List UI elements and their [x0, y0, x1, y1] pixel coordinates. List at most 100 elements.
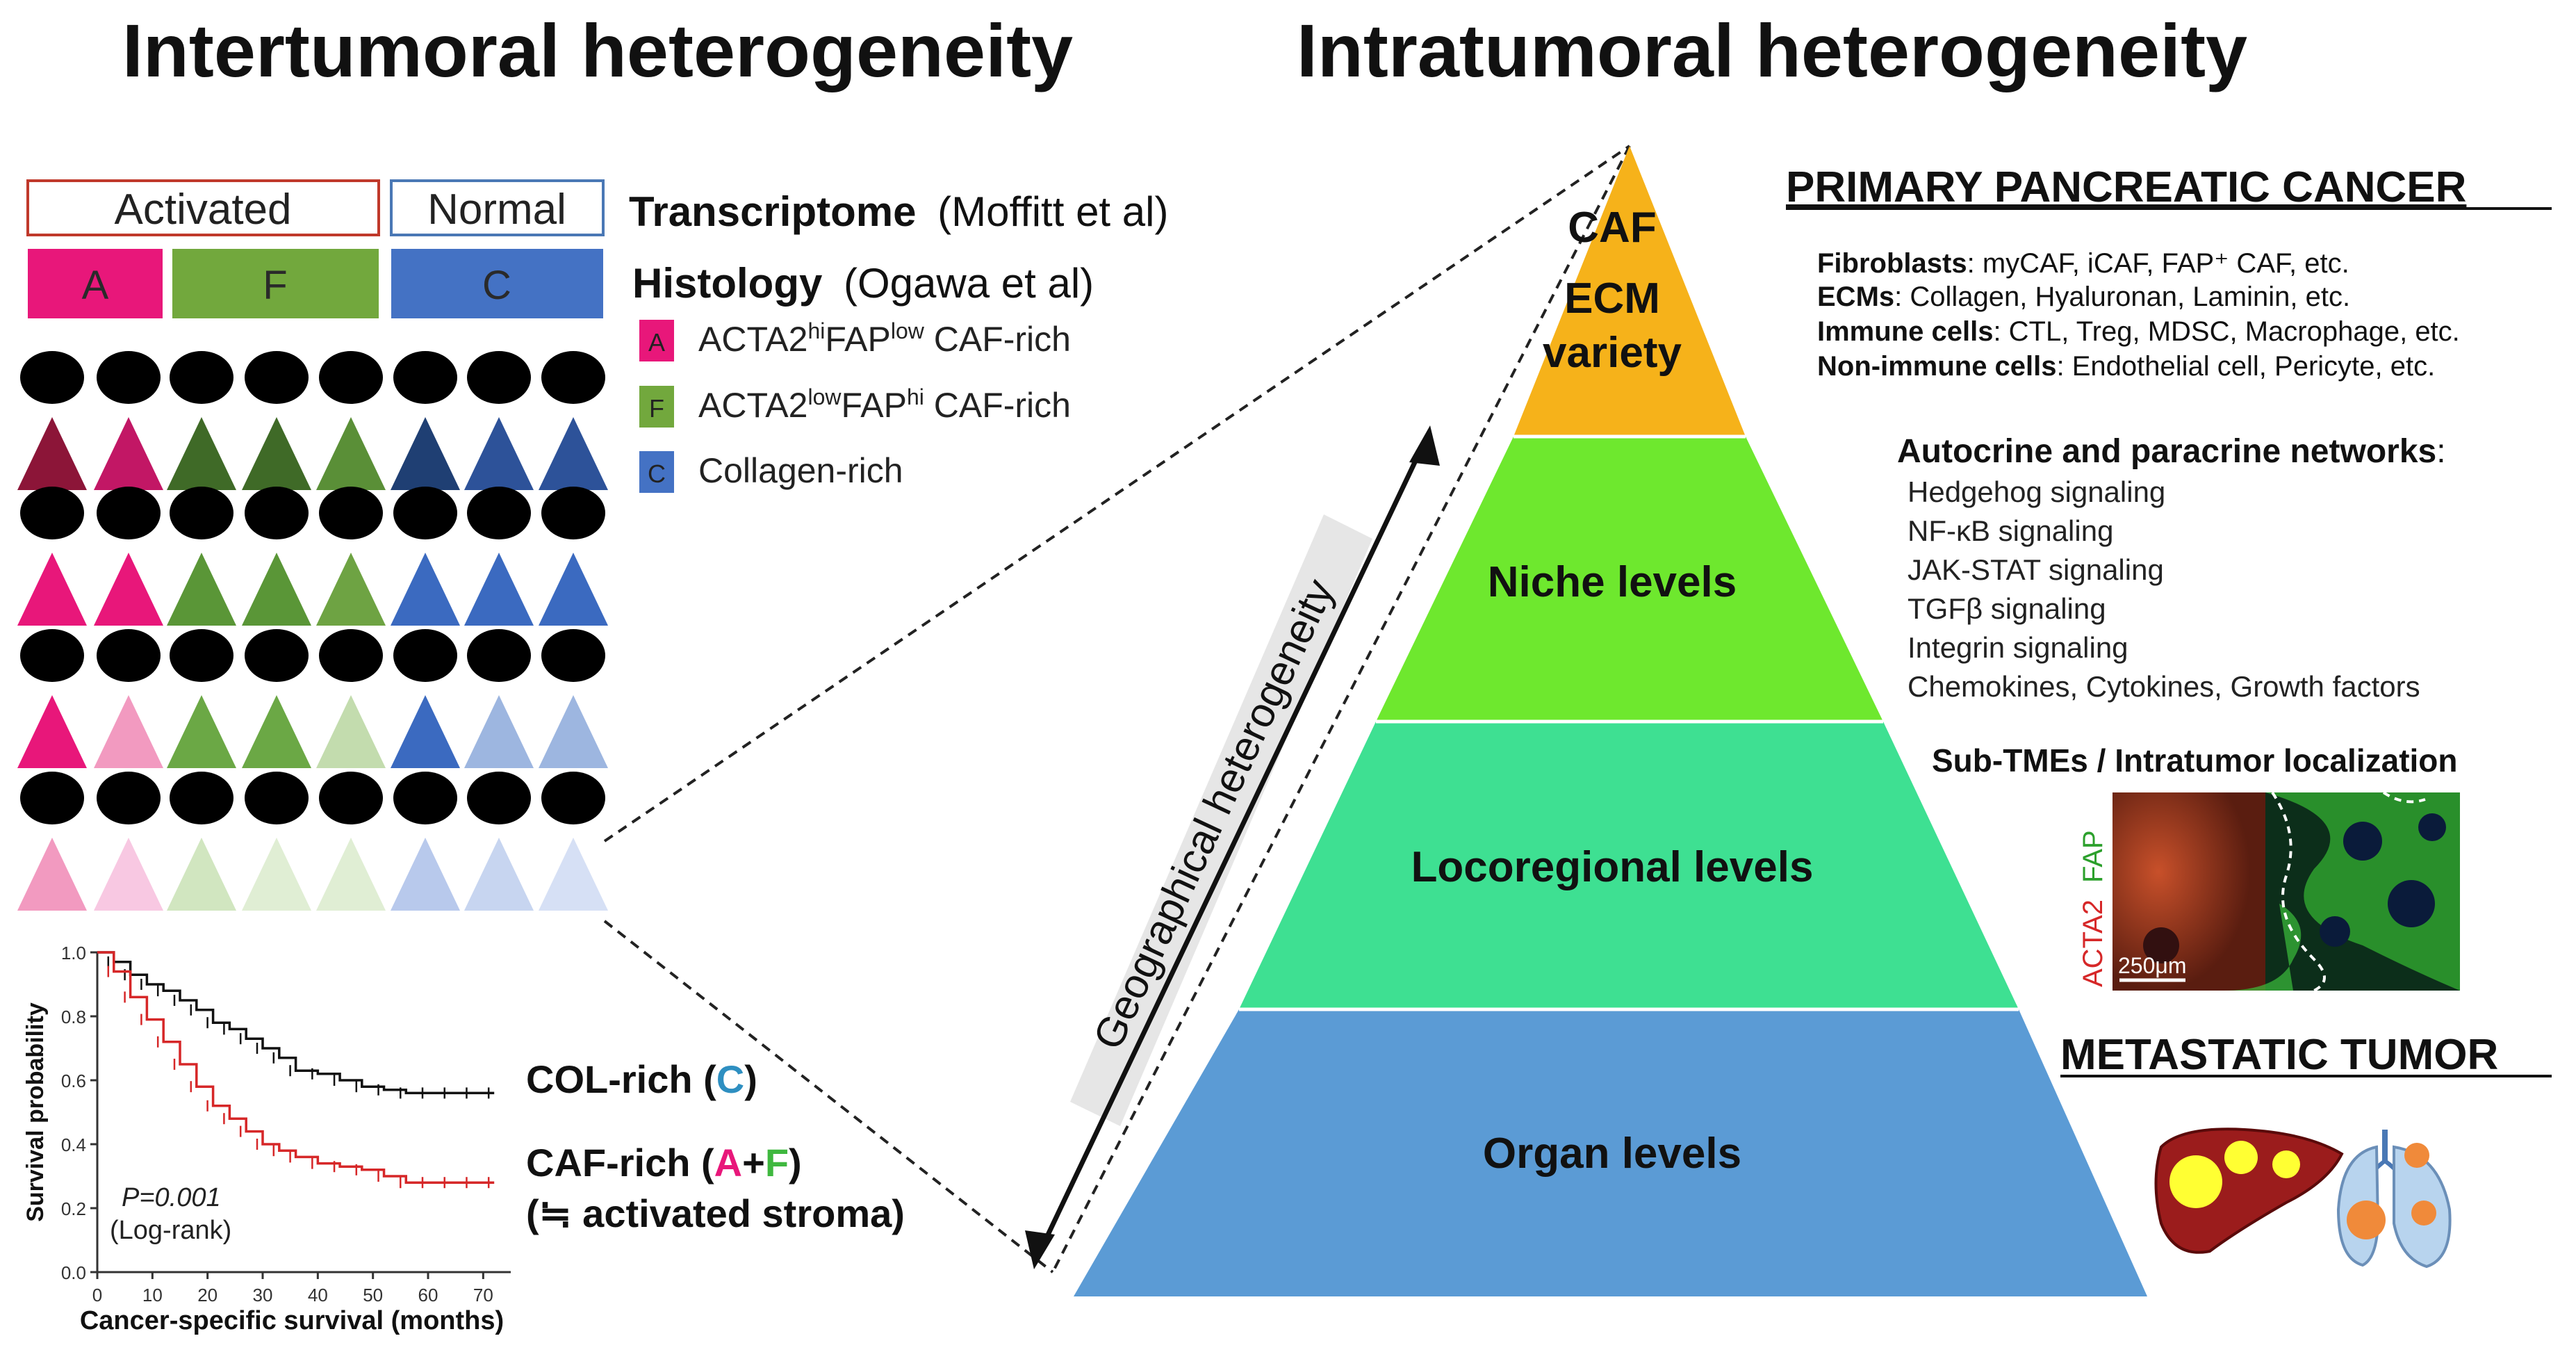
histology-f-label: F [263, 263, 287, 308]
network-item: Chemokines, Cytokines, Growth factors [1908, 670, 2420, 703]
primary-line-0: Fibroblasts: myCAF, iCAF, FAP⁺ CAF, etc. [1817, 248, 2349, 279]
cell-nucleus [170, 629, 233, 682]
cell-nucleus [170, 772, 233, 824]
pyramid-top-tier [1513, 146, 1746, 437]
histology-label: Histology (Ogawa et al) [632, 260, 1094, 307]
cell-stroma-triangle [167, 838, 236, 911]
zoom-connector-top [603, 145, 1631, 843]
normal-box [390, 179, 605, 236]
cell-stroma-triangle [316, 417, 386, 490]
axis-arrowhead-top [1409, 425, 1440, 466]
km-curve-0 [97, 951, 495, 1095]
cell-stroma-triangle [94, 695, 163, 768]
tumor-cell-grid [17, 351, 608, 911]
network-item: JAK-STAT signaling [1908, 553, 2164, 586]
primary-panel: PRIMARY PANCREATIC CANCER Fibroblasts: m… [1786, 163, 2552, 992]
cell-nucleus [97, 772, 161, 824]
cell-stroma-triangle [539, 417, 608, 490]
cell-stroma-triangle [316, 553, 386, 626]
pyramid-organ-tier [1074, 1009, 2147, 1296]
cell-nucleus [245, 487, 309, 539]
km-ytick-label: 1.0 [61, 943, 86, 963]
histology-f-box [172, 249, 379, 318]
micrograph-image: 250μm [2113, 791, 2460, 992]
cell-nucleus [319, 772, 383, 824]
cell-stroma-triangle [242, 553, 311, 626]
km-xtick-label: 70 [473, 1285, 493, 1305]
km-legend-caf-note: (≒ activated stroma) [526, 1191, 905, 1235]
cell-nucleus [319, 629, 383, 682]
cell-stroma-triangle [242, 695, 311, 768]
cell-stroma-triangle [167, 553, 236, 626]
cell-stroma-triangle [316, 838, 386, 911]
pyramid-organ-label: Organ levels [1483, 1130, 1741, 1178]
cell-stroma-triangle [464, 417, 534, 490]
cell-nucleus [20, 629, 84, 682]
metastatic-panel: METASTATIC TUMOR [2060, 1031, 2552, 1269]
cell-nucleus [170, 351, 233, 404]
axis-arrow-line [1034, 433, 1431, 1260]
zoom-connector-bottom [603, 920, 1054, 1273]
cell-nucleus [245, 629, 309, 682]
metastatic-heading: METASTATIC TUMOR [2060, 1031, 2498, 1079]
cell-stroma-triangle [539, 695, 608, 768]
cell-stroma-triangle [539, 838, 608, 911]
pyramid-top-variety: variety [1543, 329, 1682, 377]
cell-nucleus [467, 351, 531, 404]
primary-line-2: Immune cells: CTL, Treg, MDSC, Macrophag… [1817, 316, 2460, 347]
cell-stroma-triangle [242, 838, 311, 911]
cell-nucleus [245, 772, 309, 824]
activated-box [26, 179, 380, 236]
cell-nucleus [20, 351, 84, 404]
network-item: Hedgehog signaling [1908, 475, 2165, 508]
cell-stroma-triangle [94, 417, 163, 490]
km-xtick-label: 40 [308, 1285, 328, 1305]
km-test: (Log-rank) [110, 1216, 231, 1245]
legend-swatch-c [639, 451, 674, 493]
title-intertumoral: Intertumoral heterogeneity [122, 8, 1073, 92]
km-curve-1 [97, 951, 495, 1184]
cell-stroma-triangle [94, 553, 163, 626]
km-xtick-label: 60 [418, 1285, 438, 1305]
km-xtick-label: 50 [363, 1285, 383, 1305]
legend-key-f: F [649, 394, 664, 423]
cell-nucleus [245, 351, 309, 404]
pyramid-loco-tier [1239, 722, 2019, 1009]
lung-icon [2336, 1130, 2452, 1269]
axis-label-band [1070, 514, 1372, 1126]
cell-nucleus [541, 629, 605, 682]
cell-stroma-triangle [94, 838, 163, 911]
km-ytick-label: 0.4 [61, 1134, 86, 1155]
legend-label-c: Collagen-rich [698, 451, 903, 490]
pyramid-top-caf: CAF [1568, 204, 1656, 252]
cell-nucleus [393, 772, 457, 824]
normal-label: Normal [427, 186, 566, 234]
legend-swatch-f [639, 386, 674, 428]
cell-stroma-triangle [17, 553, 87, 626]
micro-label-fap: FAP [2078, 830, 2108, 883]
cell-stroma-triangle [464, 553, 534, 626]
primary-line-3: Non-immune cells: Endothelial cell, Peri… [1817, 351, 2435, 382]
cell-stroma-triangle [316, 695, 386, 768]
cell-stroma-triangle [464, 838, 534, 911]
km-ylabel: Survival probability [22, 1002, 49, 1222]
cell-nucleus [393, 629, 457, 682]
networks-heading: Autocrine and paracrine networks: [1897, 433, 2446, 470]
cell-nucleus [467, 487, 531, 539]
km-xtick-label: 10 [142, 1285, 163, 1305]
km-xtick-label: 30 [253, 1285, 273, 1305]
cell-stroma-triangle [242, 417, 311, 490]
pyramid-niche-label: Niche levels [1488, 558, 1737, 606]
heterogeneity-pyramid: CAF ECM variety Niche levels Locoregiona… [1074, 146, 2147, 1296]
cell-nucleus [541, 772, 605, 824]
cell-nucleus [467, 629, 531, 682]
subtype-header: Activated Normal Transcriptome (Moffitt … [26, 179, 1168, 318]
cell-stroma-triangle [167, 417, 236, 490]
pyramid-niche-tier [1376, 437, 1883, 722]
legend-swatch-a [639, 320, 674, 361]
cell-nucleus [541, 487, 605, 539]
cell-nucleus [20, 772, 84, 824]
axis-arrowhead-bottom [1025, 1230, 1055, 1269]
